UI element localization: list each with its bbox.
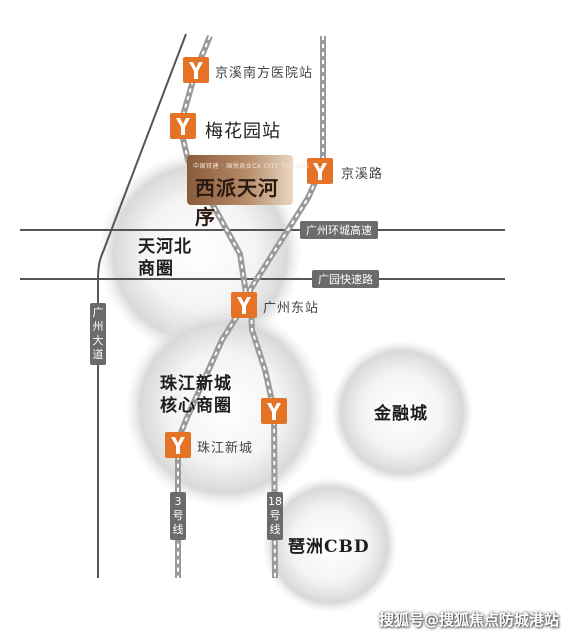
road-tag-expressway: 广园快速路 (312, 270, 379, 288)
line-tag-3: 3号线 (170, 492, 186, 540)
metro-icon (170, 113, 196, 139)
district-zhujiang-core: 珠江新城 核心商圈 (160, 373, 232, 417)
watermark: 搜狐号@搜狐焦点防城港站 (378, 611, 559, 629)
station-label-guangzhou-east: 广州东站 (263, 301, 320, 316)
metro-icon (231, 292, 257, 318)
station-label-jingxilu: 京溪路 (341, 167, 384, 182)
project-name: 西派天河序 (195, 176, 279, 229)
metro-icon (307, 158, 333, 184)
metro-icon (183, 57, 209, 83)
metro-icon (261, 398, 287, 424)
district-tianhe-north-line2: 商圈 (138, 259, 174, 279)
district-zhujiang-core-line2: 核心商圈 (160, 396, 232, 416)
district-finance-city: 金融城 (374, 404, 428, 424)
station-label-meihuayuan: 梅花园站 (205, 121, 281, 142)
road-tag-avenue: 广州大道 (90, 303, 106, 365)
district-zhujiang-core-line1: 珠江新城 (160, 374, 232, 394)
district-tianhe-north: 天河北 商圈 (138, 236, 192, 280)
guangzhou-avenue-road (97, 33, 187, 578)
project-badge: 中国铁建 · 国悦商业CX CITY THRONE 西派天河序 (187, 155, 309, 229)
station-label-jingxi-nanfang: 京溪南方医院站 (215, 66, 314, 81)
metro-icon (165, 432, 191, 458)
pazhou-circle (262, 477, 398, 613)
station-label-zhujiang-xincheng: 珠江新城 (197, 441, 254, 456)
finance-city-circle (330, 340, 474, 484)
road-tag-ring: 广州环城高速 (300, 221, 378, 239)
district-tianhe-north-line1: 天河北 (138, 237, 192, 257)
line-tag-18: 18号线 (267, 492, 283, 540)
project-subtitle: 中国铁建 · 国悦商业CX CITY THRONE (193, 163, 310, 170)
district-pazhou: 琶洲CBD (288, 537, 370, 557)
